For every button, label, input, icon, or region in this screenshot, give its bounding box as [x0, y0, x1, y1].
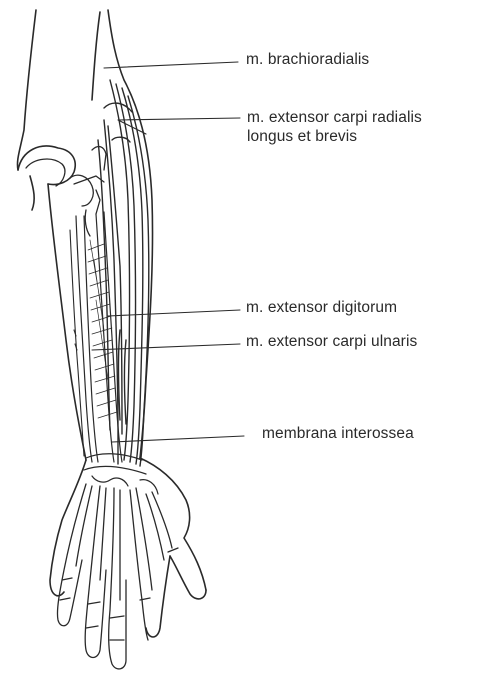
leader-line-extensor-digitorum — [108, 310, 240, 316]
forearm-bones — [76, 212, 122, 462]
label-brachioradialis: m. brachioradialis — [246, 50, 369, 69]
interosseous-membrane — [88, 240, 117, 418]
wrist-carpals — [84, 454, 158, 494]
extensor-muscles — [98, 80, 149, 466]
elbow-region — [26, 147, 106, 236]
label-membrana-interossea: membrana interossea — [262, 424, 414, 443]
label-extensor-digitorum: m. extensor digitorum — [246, 298, 397, 317]
ulnar-muscle — [70, 230, 84, 456]
label-extensor-carpi-radialis-line2: longus et brevis — [247, 127, 422, 146]
hand-fingers — [57, 484, 178, 669]
leader-line-brachioradialis — [104, 62, 238, 68]
label-extensor-carpi-ulnaris: m. extensor carpi ulnaris — [246, 332, 417, 351]
label-extensor-carpi-radialis: m. extensor carpi radialis longus et bre… — [247, 108, 422, 146]
leader-line-extensor-carpi-ulnaris — [92, 344, 240, 350]
label-extensor-carpi-radialis-line1: m. extensor carpi radialis — [247, 108, 422, 127]
